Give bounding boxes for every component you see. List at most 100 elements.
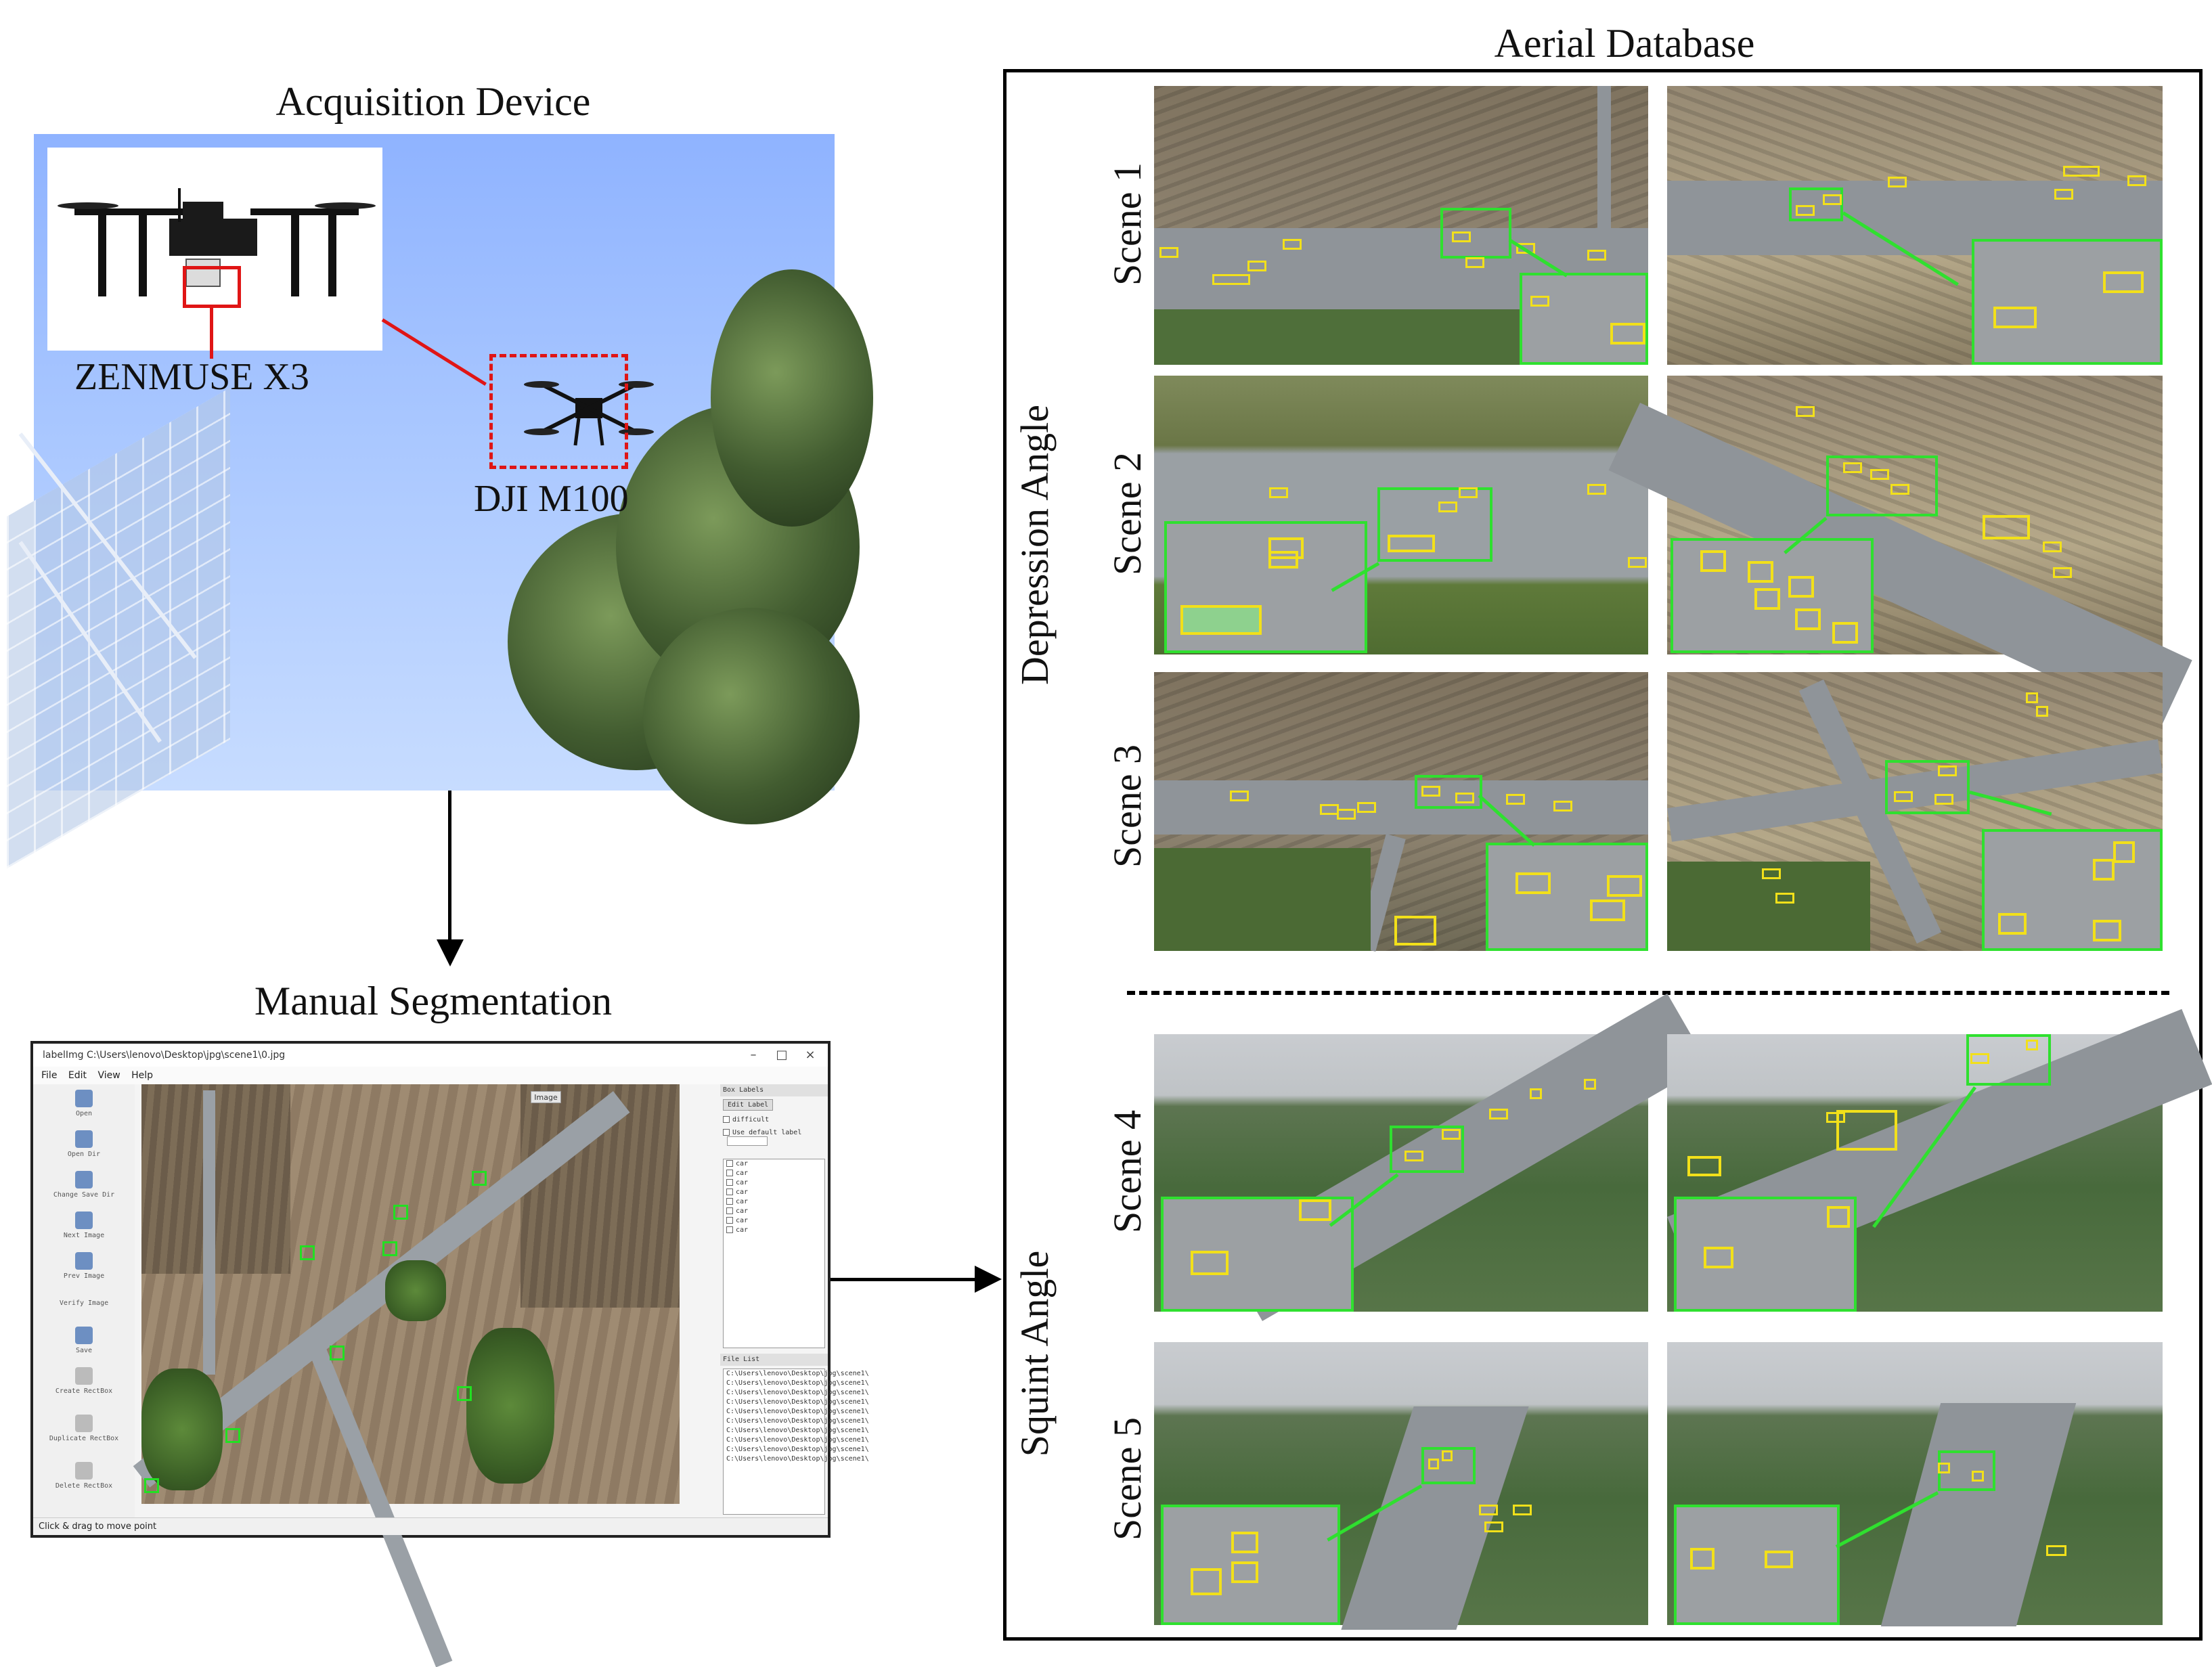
delete-rectbox-label: Delete RectBox (55, 1482, 113, 1490)
default-label-input[interactable] (727, 1136, 768, 1146)
verify-image-label: Verify Image (59, 1299, 109, 1307)
checkbox-icon[interactable] (726, 1160, 733, 1167)
list-item[interactable]: car (724, 1159, 824, 1169)
zoom-inset (1486, 843, 1648, 951)
bounding-box[interactable] (472, 1171, 487, 1186)
list-item[interactable]: car (724, 1226, 824, 1235)
edit-label-button[interactable]: Edit Label (723, 1099, 774, 1111)
car-box (1231, 1532, 1258, 1553)
bounding-box[interactable] (225, 1428, 240, 1443)
list-item[interactable]: car (724, 1207, 824, 1216)
file-item[interactable]: C:\Users\lenovo\Desktop\jpg\scene1\ (726, 1379, 869, 1387)
car-box (1748, 561, 1773, 583)
checkbox-icon[interactable] (726, 1207, 733, 1214)
menu-edit[interactable]: Edit (68, 1070, 87, 1081)
right-panel: Box Labels Edit Label difficult Use defa… (720, 1084, 869, 1517)
bounding-box[interactable] (393, 1205, 408, 1220)
prev-image-button[interactable]: Prev Image (33, 1252, 135, 1280)
label-list[interactable]: car car car car car car car car (723, 1159, 825, 1348)
image-canvas[interactable] (133, 1084, 680, 1667)
minimize-icon[interactable]: – (750, 1048, 757, 1062)
drone-with-camera-icon (58, 188, 376, 296)
bounding-box[interactable] (144, 1478, 159, 1493)
delete-rectbox-button[interactable]: Delete RectBox (33, 1462, 135, 1490)
vegetation (385, 1260, 446, 1321)
list-item[interactable]: car (724, 1197, 824, 1207)
file-item[interactable]: C:\Users\lenovo\Desktop\jpg\scene1\ (726, 1398, 869, 1406)
car-box (1442, 1129, 1461, 1140)
close-icon[interactable]: × (805, 1048, 816, 1062)
zoom-inset (1982, 829, 2163, 951)
checkbox-icon[interactable] (726, 1198, 733, 1205)
file-item[interactable]: C:\Users\lenovo\Desktop\jpg\scene1\ (726, 1370, 869, 1377)
checkbox-icon[interactable] (726, 1179, 733, 1186)
open-dir-button[interactable]: Open Dir (33, 1130, 135, 1158)
camera-highlight-box (183, 266, 241, 308)
open-button[interactable]: Open (33, 1090, 135, 1117)
scene-3-image-a (1154, 672, 1648, 952)
camera-label: ZENMUSE X3 (74, 356, 309, 398)
car-box (1530, 1088, 1542, 1099)
default-label-checkbox[interactable] (723, 1129, 730, 1136)
car-box (2063, 166, 2100, 177)
file-item[interactable]: C:\Users\lenovo\Desktop\jpg\scene1\ (726, 1417, 869, 1425)
maximize-icon[interactable]: □ (776, 1048, 788, 1062)
list-item[interactable]: car (724, 1178, 824, 1188)
scene-2-image-b (1608, 376, 2192, 728)
menu-file[interactable]: File (41, 1070, 58, 1081)
zoom-inset (1520, 273, 1648, 365)
create-rectbox-button[interactable]: Create RectBox (33, 1367, 135, 1395)
list-item[interactable]: car (724, 1188, 824, 1197)
car-box (1452, 231, 1471, 242)
checkbox-icon[interactable] (726, 1188, 733, 1195)
car-box (1479, 1505, 1498, 1515)
car-box (1983, 515, 2030, 539)
file-item[interactable]: C:\Users\lenovo\Desktop\jpg\scene1\ (726, 1446, 869, 1453)
window-title: labelImg C:\Users\lenovo\Desktop\jpg\sce… (33, 1044, 828, 1067)
list-item[interactable]: car (724, 1169, 824, 1178)
checkbox-icon[interactable] (726, 1217, 733, 1224)
file-item[interactable]: C:\Users\lenovo\Desktop\jpg\scene1\ (726, 1436, 869, 1444)
menu-view[interactable]: View (97, 1070, 120, 1081)
car-box (1938, 765, 1957, 776)
bounding-box[interactable] (382, 1241, 397, 1256)
duplicate-rectbox-button[interactable]: Duplicate RectBox (33, 1415, 135, 1442)
drone-highlight-box (489, 354, 628, 469)
database-title: Aerial Database (1494, 21, 1755, 66)
difficult-row[interactable]: difficult (720, 1113, 828, 1126)
car-box (1843, 462, 1862, 473)
file-list[interactable]: C:\Users\lenovo\Desktop\jpg\scene1\ C:\U… (723, 1369, 869, 1515)
change-save-dir-button[interactable]: Change Save Dir (33, 1171, 135, 1199)
car-box (1268, 537, 1304, 559)
camera-inset (47, 148, 382, 351)
bus-box (1836, 1110, 1897, 1151)
menu-help[interactable]: Help (131, 1070, 154, 1081)
farmland (141, 1084, 290, 1274)
default-label-row[interactable]: Use default label (720, 1126, 828, 1149)
label-text: car (736, 1170, 749, 1177)
next-image-button[interactable]: Next Image (33, 1212, 135, 1239)
zoom-box (1377, 487, 1492, 562)
checkbox-icon[interactable] (726, 1226, 733, 1233)
bounding-box[interactable] (330, 1346, 345, 1360)
file-item[interactable]: C:\Users\lenovo\Desktop\jpg\scene1\ (726, 1408, 869, 1415)
checkbox-icon[interactable] (726, 1170, 733, 1176)
car-box (1388, 535, 1435, 552)
zoom-inset (1161, 1197, 1354, 1312)
bounding-box[interactable] (300, 1245, 315, 1260)
file-item[interactable]: C:\Users\lenovo\Desktop\jpg\scene1\ (726, 1455, 869, 1463)
car-box (1687, 1156, 1721, 1176)
camera-callout-line (210, 308, 213, 359)
car-box (1590, 899, 1625, 921)
next-image-label: Next Image (63, 1232, 105, 1239)
car-box (1553, 801, 1572, 812)
file-item[interactable]: C:\Users\lenovo\Desktop\jpg\scene1\ (726, 1389, 869, 1396)
drone-label: DJI M100 (474, 478, 629, 520)
bounding-box[interactable] (457, 1386, 472, 1401)
save-button[interactable]: Save (33, 1327, 135, 1354)
verify-image-button[interactable]: Verify Image (33, 1299, 135, 1307)
car-box (1584, 1079, 1596, 1090)
file-item[interactable]: C:\Users\lenovo\Desktop\jpg\scene1\ (726, 1427, 869, 1434)
difficult-checkbox[interactable] (723, 1116, 730, 1123)
list-item[interactable]: car (724, 1216, 824, 1226)
